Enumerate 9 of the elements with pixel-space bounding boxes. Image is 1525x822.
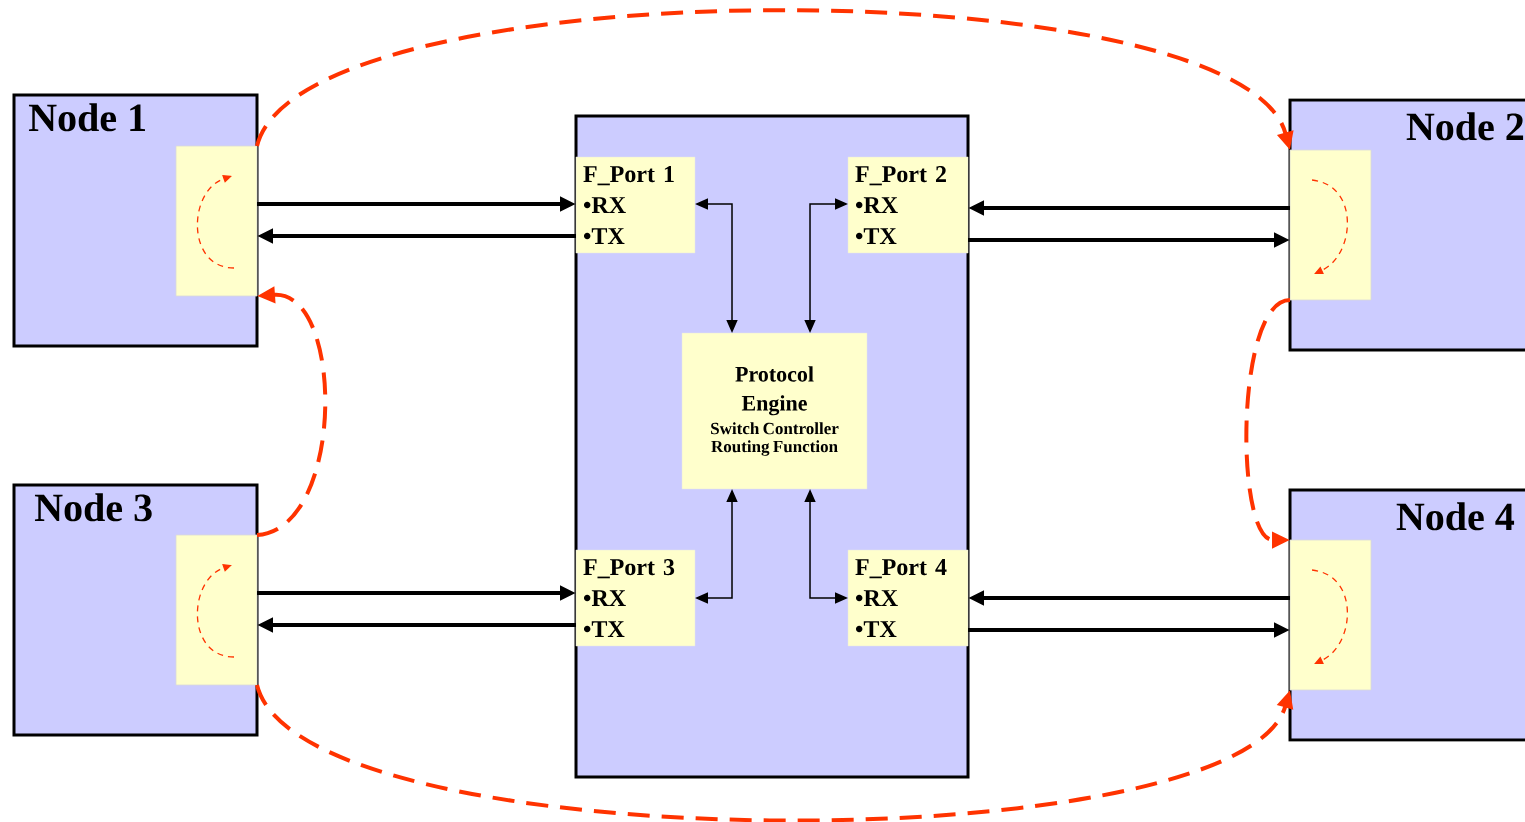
port-box bbox=[1289, 539, 1372, 691]
port-box bbox=[1289, 149, 1372, 301]
fport-box: F_Port 2 •RX •TX bbox=[847, 156, 969, 254]
fport-box: F_Port 1 •RX •TX bbox=[575, 156, 696, 254]
engine-box: Protocol Engine Switch Controller Routing Function bbox=[681, 332, 868, 490]
fport-box: F_Port 4 •RX •TX bbox=[847, 549, 969, 647]
port-box bbox=[175, 145, 258, 297]
fport-box: F_Port 3 •RX •TX bbox=[575, 549, 696, 647]
port-box bbox=[175, 534, 258, 686]
